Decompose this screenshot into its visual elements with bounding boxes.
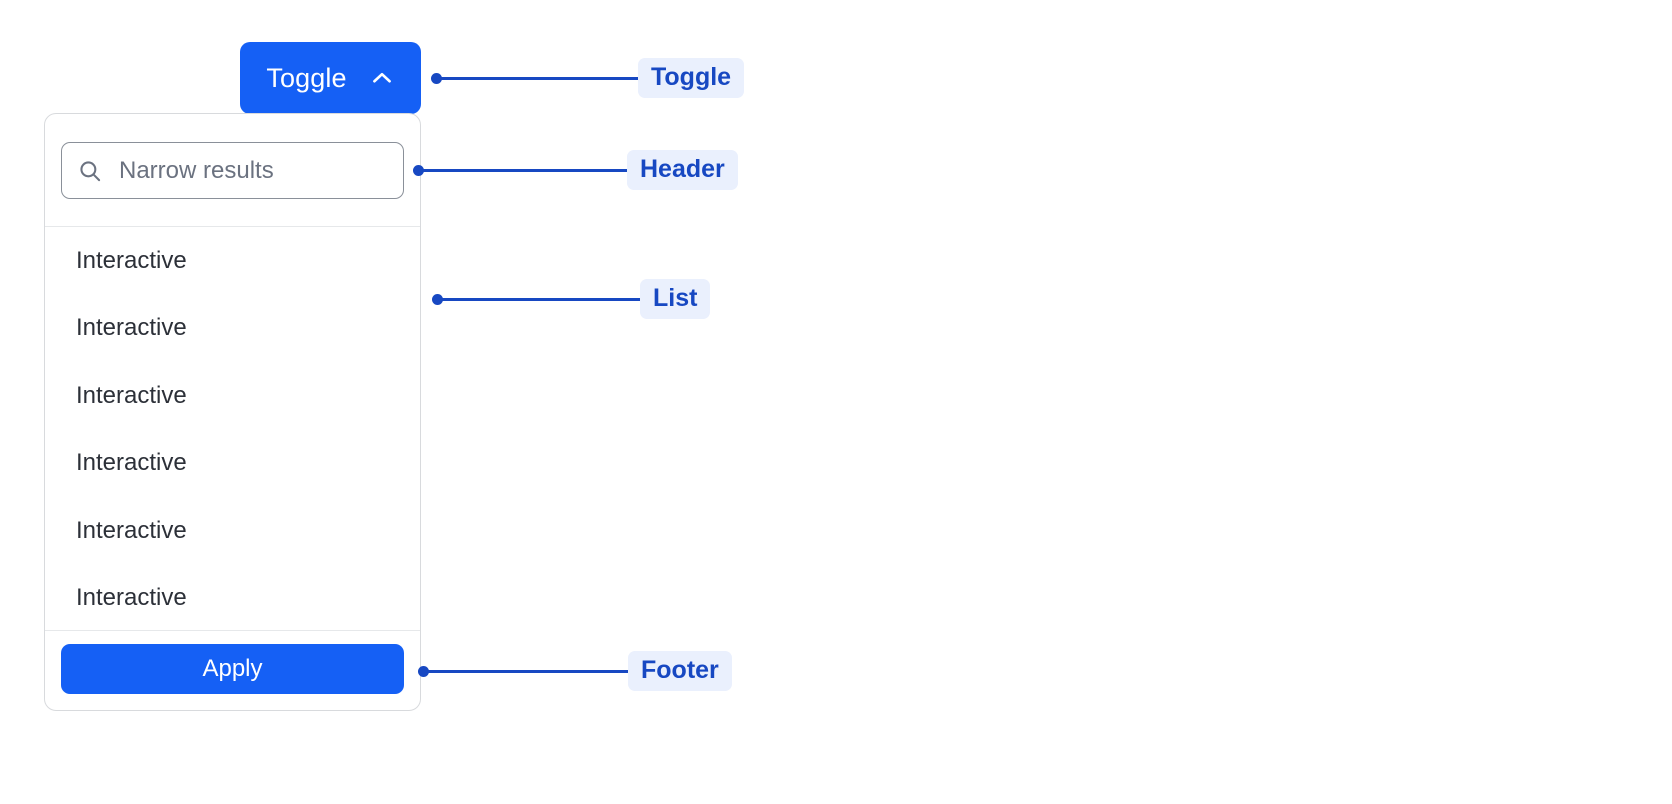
- annotation-dot: [431, 72, 442, 84]
- search-box[interactable]: [61, 142, 404, 199]
- list-item-label: Interactive: [76, 381, 187, 409]
- dropdown-footer: Apply: [45, 630, 420, 710]
- search-input[interactable]: [62, 143, 403, 198]
- annotation-label: Footer: [628, 650, 732, 692]
- chevron-up-icon: [369, 65, 395, 91]
- list-item-label: Interactive: [76, 449, 187, 477]
- list-item[interactable]: Interactive: [45, 362, 420, 430]
- list-item[interactable]: Interactive: [45, 430, 420, 498]
- toggle-button[interactable]: Toggle: [240, 42, 421, 114]
- apply-button[interactable]: Apply: [61, 644, 404, 694]
- dropdown-list: Interactive Interactive Interactive Inte…: [45, 227, 420, 630]
- annotation-dot: [432, 293, 443, 305]
- list-item[interactable]: Interactive: [45, 497, 420, 565]
- annotation-line: [442, 297, 640, 301]
- list-item-label: Interactive: [76, 584, 187, 612]
- list-item-label: Interactive: [76, 314, 187, 342]
- annotation-label: List: [640, 278, 711, 320]
- annotation-label: Header: [627, 149, 738, 191]
- annotation-label: Toggle: [638, 57, 745, 99]
- annotation-dot: [418, 665, 429, 677]
- list-item[interactable]: Interactive: [45, 565, 420, 631]
- annotation-line: [428, 669, 628, 673]
- list-item[interactable]: Interactive: [45, 295, 420, 363]
- list-item-label: Interactive: [76, 516, 187, 544]
- list-item-label: Interactive: [76, 246, 187, 274]
- annotation-line: [441, 76, 638, 80]
- dropdown-header: [45, 114, 420, 227]
- toggle-button-label: Toggle: [266, 62, 347, 93]
- list-item[interactable]: Interactive: [45, 227, 420, 295]
- annotation-line: [423, 168, 627, 172]
- annotation-dot: [413, 164, 424, 176]
- dropdown-panel: Interactive Interactive Interactive Inte…: [44, 113, 421, 711]
